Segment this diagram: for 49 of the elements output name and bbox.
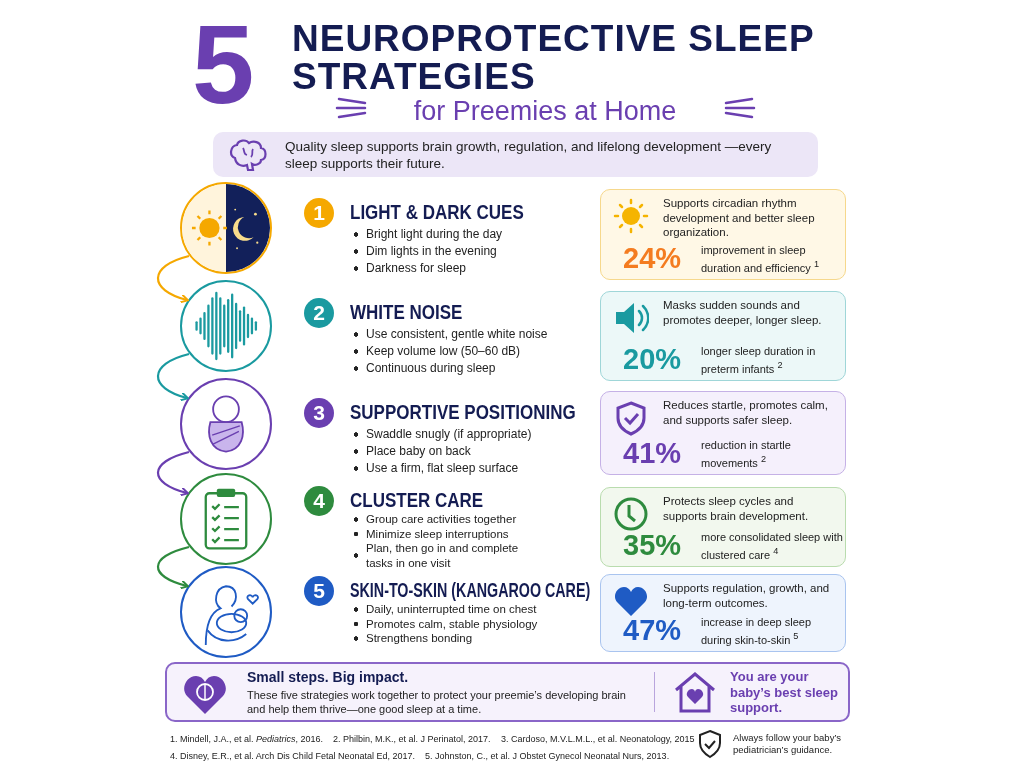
section-heading: WHITE NOISE	[350, 300, 463, 324]
benefit-text: Supports regulation, growth, and long-term outcomes.	[663, 581, 831, 610]
section-heading: LIGHT & DARK CUES	[350, 200, 524, 224]
benefit-text: Protects sleep cycles and supports brain development.	[663, 494, 810, 523]
subtitle: for Preemies at Home	[412, 95, 678, 128]
number-badge: 4	[304, 486, 334, 516]
curved-arrow	[157, 352, 190, 402]
benefit-text: Supports circadian rhythm development and better sleep organization.	[663, 196, 816, 240]
number-badge: 3	[304, 398, 334, 428]
reference-text: 2. Philbin, M.K., et al. J Perinatol, 2017.	[333, 734, 491, 744]
benefit-card	[600, 574, 846, 652]
support-message: You are your baby’s best sleep support.	[730, 669, 839, 716]
statistic: 20%	[623, 342, 682, 376]
section-heading: CLUSTER CARE	[350, 488, 484, 512]
benefit-card	[600, 487, 846, 567]
statistic-description: reduction in startle movements $^{2}$	[701, 438, 792, 470]
statistic: 24%	[623, 241, 682, 275]
benefit-card	[600, 291, 846, 381]
statistic-description: improvement in sleep duration and efficiency $^{1}$	[701, 243, 821, 275]
curved-arrow	[157, 254, 190, 304]
summary-heading: Small steps. Big impact.	[247, 669, 409, 685]
benefit-text: Masks sudden sounds and promotes deeper, longer sleep.	[663, 298, 823, 327]
benefit-text: Reduces startle, promotes calm, and supports safer sleep.	[663, 398, 829, 427]
statistic: 47%	[623, 613, 682, 647]
statistic-description: increase in deep sleep during skin-to-skin $^{5}$	[701, 615, 813, 647]
statistic-description: more consolidated sleep with clustered care $^{4}$	[701, 530, 843, 562]
summary-banner	[165, 662, 850, 722]
number-badge: 1	[304, 198, 334, 228]
intro-text: Quality sleep supports brain growth, regulation, and lifelong development —every sleep supports their future.	[285, 138, 773, 172]
title: NEUROPROTECTIVE SLEEP STRATEGIES	[292, 20, 815, 96]
reference-text: 4. Disney, E.R., et al. Arch Dis Child Fetal Neonatal Ed, 2017.	[170, 751, 415, 761]
summary-text: These five strategies work together to protect your preemie’s developing brain and help them thrive—one good sleep at a time.	[247, 688, 627, 716]
statistic: 35%	[623, 528, 682, 562]
reference-text: 3. Cardoso, M.V.L.M.L., et al. Neonatology, 2015	[501, 734, 695, 744]
curved-arrow	[157, 545, 190, 590]
intro-banner	[213, 132, 818, 177]
benefit-card	[600, 391, 846, 475]
statistic: 41%	[623, 436, 682, 470]
section-heading: SKIN-TO-SKIN (KANGAROO CARE)	[350, 578, 591, 602]
big-number: 5	[192, 10, 255, 120]
number-badge: 5	[304, 576, 334, 606]
reference-text: 5. Johnston, C., et al. J Obstet Gynecol Neonatal Nurs, 2013.	[425, 751, 670, 761]
statistic-description: longer sleep duration in preterm infants $^{2}$	[701, 344, 817, 376]
curved-arrow	[157, 450, 190, 497]
number-badge: 2	[304, 298, 334, 328]
advice-note: Always follow your baby’s pediatrician’s guidance.	[733, 732, 843, 756]
section-heading: SUPPORTIVE POSITIONING	[350, 400, 576, 424]
benefit-card	[600, 189, 846, 280]
reference-text: 1. Mindell, J.A., et al. Pediatrics, 2016.	[170, 734, 324, 744]
